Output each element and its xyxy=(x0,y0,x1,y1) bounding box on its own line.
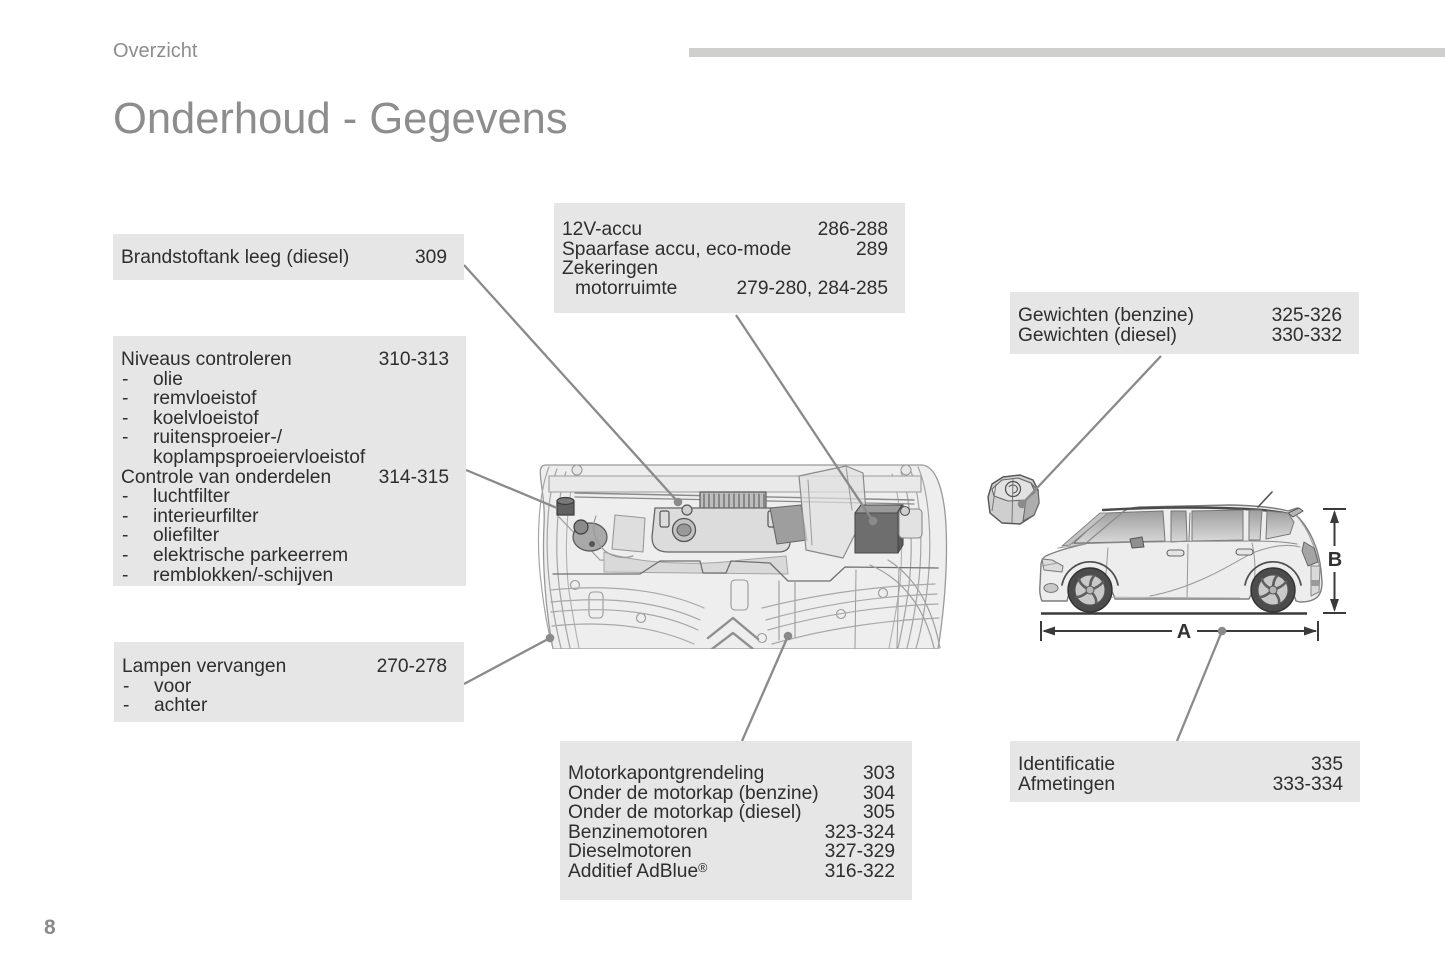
svg-text:A: A xyxy=(1177,621,1191,643)
svg-text:B: B xyxy=(1328,549,1342,571)
